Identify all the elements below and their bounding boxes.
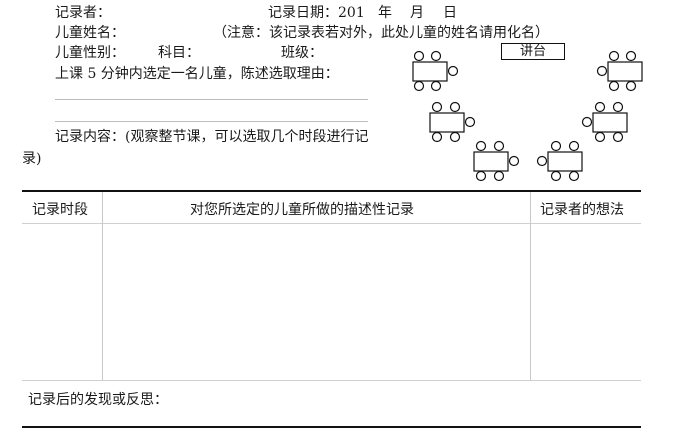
desk-group-right-middle	[581, 101, 628, 143]
seat-icon	[625, 50, 637, 62]
day-label: 日	[443, 5, 457, 21]
desk-icon	[429, 112, 465, 133]
content-prompt-cont: 录)	[22, 151, 42, 167]
table-top-rule	[22, 190, 641, 192]
child-gender-label: 儿童性别：	[55, 45, 125, 61]
subject-label: 科目：	[158, 45, 200, 61]
seating-diagram	[412, 50, 643, 182]
seat-icon	[431, 131, 443, 143]
reason-line-2	[55, 121, 368, 122]
column-divider-1	[102, 192, 103, 381]
desk-group-right-top	[596, 50, 643, 92]
seat-icon	[475, 170, 487, 182]
reason-line-1	[55, 99, 368, 100]
column-header-period: 记录时段	[32, 202, 88, 218]
seat-icon	[413, 80, 425, 92]
seat-icon	[550, 170, 562, 182]
seat-icon	[508, 155, 520, 167]
seat-icon	[581, 116, 593, 128]
desk-group-right-bottom	[536, 140, 583, 182]
seat-icon	[449, 131, 461, 143]
reason-prompt: 上课 5 分钟内选定一名儿童，陈述选取理由：	[55, 66, 339, 82]
seat-icon	[594, 131, 606, 143]
date-label: 记录日期：201	[268, 5, 365, 21]
seat-icon	[568, 170, 580, 182]
seat-icon	[449, 101, 461, 113]
lectern-box: 讲台	[501, 43, 565, 60]
column-header-thoughts: 记录者的想法	[540, 202, 624, 218]
seat-icon	[475, 140, 487, 152]
table-header-rule	[22, 223, 641, 224]
seat-icon	[430, 50, 442, 62]
desk-group-left-top	[412, 50, 459, 92]
desk-icon	[547, 151, 583, 172]
seat-icon	[464, 116, 476, 128]
privacy-note: （注意：该记录表若对外，此处儿童的姓名请用化名）	[213, 25, 549, 41]
desk-icon	[473, 151, 509, 172]
seat-icon	[568, 140, 580, 152]
seat-icon	[447, 65, 459, 77]
class-label: 班级：	[281, 45, 323, 61]
seat-icon	[594, 101, 606, 113]
desk-icon	[412, 61, 448, 82]
content-prompt: 记录内容：(观察整节课，可以选取几个时段进行记	[55, 129, 369, 145]
seat-icon	[612, 101, 624, 113]
child-name-label: 儿童姓名：	[55, 25, 125, 41]
seat-icon	[596, 65, 608, 77]
year-label: 年	[378, 5, 392, 21]
seat-icon	[493, 140, 505, 152]
seat-icon	[608, 80, 620, 92]
table-body-rule	[22, 380, 641, 381]
seat-icon	[431, 101, 443, 113]
seat-icon	[608, 50, 620, 62]
table-bottom-rule	[22, 426, 641, 428]
seat-icon	[536, 155, 548, 167]
column-header-description: 对您所选定的儿童所做的描述性记录	[190, 202, 414, 218]
seat-icon	[493, 170, 505, 182]
desk-group-left-middle	[429, 101, 476, 143]
desk-icon	[607, 61, 643, 82]
reflection-label: 记录后的发现或反思：	[28, 392, 168, 408]
desk-icon	[592, 112, 628, 133]
seat-icon	[612, 131, 624, 143]
desk-group-left-bottom	[473, 140, 520, 182]
seat-icon	[550, 140, 562, 152]
recorder-label: 记录者：	[55, 5, 111, 21]
month-label: 月	[410, 5, 424, 21]
seat-icon	[625, 80, 637, 92]
column-divider-2	[530, 192, 531, 381]
seat-icon	[413, 50, 425, 62]
seat-icon	[430, 80, 442, 92]
